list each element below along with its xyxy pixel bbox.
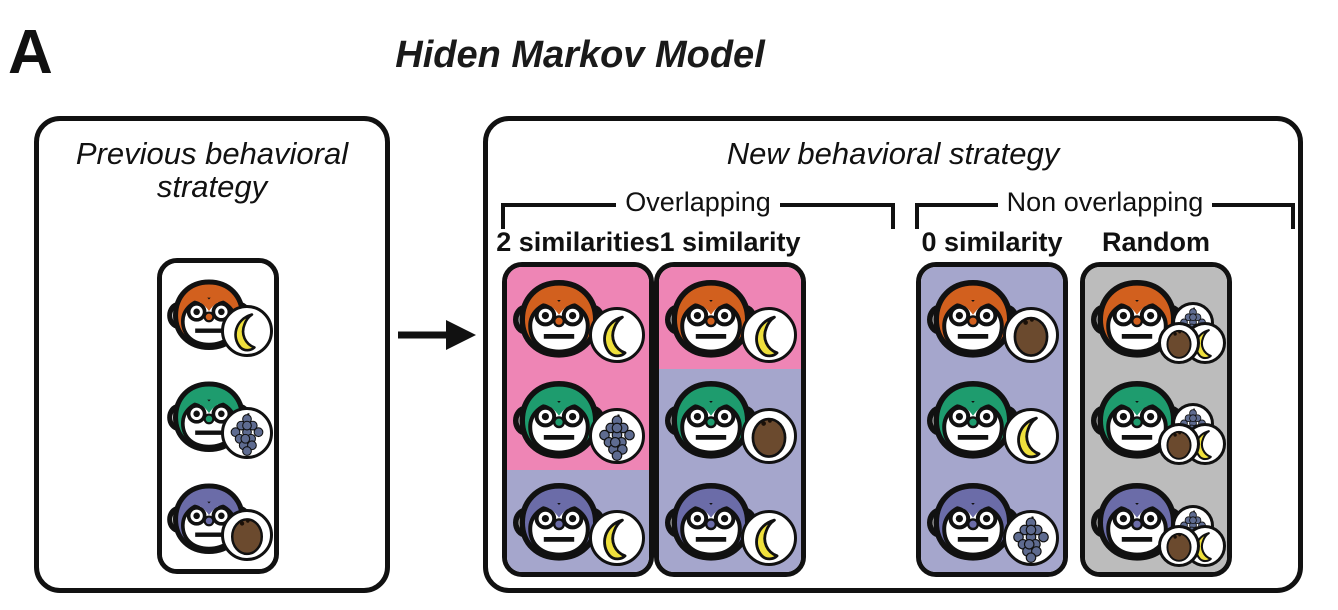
monkey-face-green-icon — [927, 381, 1019, 460]
fruit-plate-kiwi — [741, 408, 797, 465]
new-strategy-panel: New behavioral strategy Overlapping Non … — [483, 116, 1303, 593]
fruit-plate-banana — [221, 304, 273, 357]
fruit-plate-kiwi — [1003, 306, 1059, 363]
monkey-purple — [1091, 481, 1183, 561]
strategy-row — [1085, 368, 1227, 471]
strategy-row — [921, 267, 1063, 369]
strategy-column-2-similarities — [502, 262, 654, 577]
grapes-icon — [1013, 516, 1049, 563]
previous-strategy-column — [157, 258, 279, 574]
fruit-plate-kiwi — [1158, 524, 1200, 567]
kiwi-icon — [1166, 329, 1192, 359]
monkey-orange — [665, 278, 757, 358]
monkey-green — [927, 379, 1019, 460]
monkey-purple — [665, 481, 757, 561]
fruit-plate-banana — [741, 306, 797, 363]
strategy-column-random — [1080, 262, 1232, 577]
fruit-plate-grapes — [589, 408, 645, 465]
banana-icon — [1017, 417, 1041, 459]
monkey-face-orange-icon — [665, 279, 757, 358]
strategy-row — [1085, 267, 1227, 369]
monkey-green — [513, 379, 605, 460]
fruit-cluster-all — [1158, 504, 1226, 567]
kiwi-icon — [1166, 532, 1192, 562]
strategy-row — [162, 263, 274, 365]
kiwi-icon — [1013, 316, 1049, 357]
strategy-row — [659, 267, 801, 369]
strategy-row — [162, 364, 274, 467]
kiwi-icon — [230, 518, 264, 556]
strategy-row — [921, 470, 1063, 572]
column-title-1-similarity: 1 similarity — [659, 227, 801, 257]
grapes-icon — [230, 412, 264, 456]
strategy-row — [162, 466, 274, 569]
banana-icon — [603, 315, 627, 357]
banana-icon — [755, 518, 779, 561]
strategy-row — [659, 368, 801, 471]
strategy-column-0-similarity — [916, 262, 1068, 577]
column-title-2-similarities: 2 similarities — [496, 227, 660, 257]
bracket-non-overlapping-text: Non overlapping — [997, 187, 1213, 217]
fruit-plate-banana — [741, 509, 797, 566]
fruit-plate-banana — [589, 509, 645, 566]
monkey-green — [665, 379, 757, 460]
grapes-icon — [599, 414, 635, 462]
monkey-orange — [927, 278, 1019, 358]
bracket-overlapping-label: Overlapping — [498, 187, 898, 217]
fruit-plate-kiwi — [1158, 423, 1200, 466]
monkey-orange — [1091, 278, 1183, 358]
banana-icon — [234, 313, 256, 352]
monkey-face-orange-icon — [513, 279, 605, 358]
strategy-row — [507, 368, 649, 471]
monkey-face-purple-icon — [513, 483, 605, 561]
strategy-row — [921, 368, 1063, 471]
monkey-face-orange-icon — [927, 279, 1019, 358]
column-title-0-similarity: 0 similarity — [921, 227, 1063, 257]
bracket-overlapping-text: Overlapping — [616, 187, 780, 217]
panel-letter: A — [8, 18, 53, 87]
flow-arrow-icon — [398, 318, 476, 352]
monkey-face-purple-icon — [1091, 483, 1183, 561]
previous-panel-heading: Previous behavioral strategy — [75, 136, 349, 205]
fruit-plate-grapes — [1003, 509, 1059, 566]
strategy-column-1-similarity — [654, 262, 806, 577]
kiwi-icon — [751, 418, 787, 459]
fruit-cluster-all — [1158, 301, 1226, 364]
monkey-purple — [513, 481, 605, 561]
monkey-purple — [927, 481, 1019, 561]
fruit-plate-banana — [589, 306, 645, 363]
monkey-face-orange-icon — [1091, 279, 1183, 358]
monkey-face-green-icon — [513, 381, 605, 460]
strategy-row — [507, 267, 649, 369]
fruit-plate-banana — [1003, 408, 1059, 465]
monkey-face-green-icon — [1091, 381, 1183, 460]
monkey-face-green-icon — [665, 381, 757, 460]
monkey-face-purple-icon — [927, 483, 1019, 561]
column-title-random: Random — [1102, 227, 1210, 257]
monkey-green — [1091, 379, 1183, 460]
monkey-face-purple-icon — [665, 483, 757, 561]
monkey-orange — [513, 278, 605, 358]
banana-icon — [603, 518, 627, 561]
bracket-non-overlapping: Non overlapping — [912, 177, 1298, 239]
previous-strategy-panel: Previous behavioral strategy — [34, 116, 390, 593]
kiwi-icon — [1166, 431, 1192, 461]
fruit-cluster-all — [1158, 403, 1226, 466]
bracket-overlapping: Overlapping — [498, 177, 898, 239]
fruit-plate-grapes — [221, 406, 273, 459]
strategy-row — [659, 470, 801, 572]
banana-icon — [755, 315, 779, 357]
strategy-row — [507, 470, 649, 572]
fruit-plate-kiwi — [221, 508, 273, 561]
fruit-plate-kiwi — [1158, 321, 1200, 364]
new-panel-heading: New behavioral strategy — [726, 136, 1060, 171]
bracket-non-overlapping-label: Non overlapping — [912, 187, 1298, 217]
figure-title: Hiden Markov Model — [395, 34, 765, 76]
strategy-row — [1085, 470, 1227, 572]
